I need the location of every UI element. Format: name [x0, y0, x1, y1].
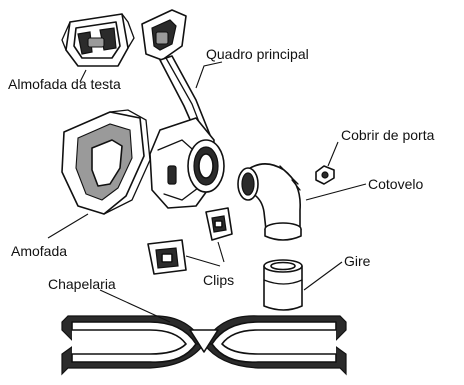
- label-headgear: Chapelaria: [48, 276, 116, 292]
- label-cushion: Amofada: [11, 243, 67, 259]
- label-swivel: Gire: [344, 253, 371, 269]
- port-cap-part: [315, 165, 335, 185]
- label-elbow: Cotovelo: [368, 176, 423, 192]
- clip-upper-part: [205, 207, 233, 241]
- label-clips: Clips: [203, 272, 234, 288]
- label-port-cap: Cobrir de porta: [341, 127, 435, 143]
- forehead-pad-part: [61, 13, 135, 67]
- label-forehead-pad: Almofada da testa: [8, 76, 121, 92]
- label-main-frame: Quadro principal: [206, 46, 309, 62]
- main-frame-part: [141, 9, 225, 209]
- headgear-part: [61, 315, 347, 376]
- leader-lines: [47, 61, 367, 323]
- clip-lower-part: [147, 239, 187, 275]
- elbow-part: [237, 163, 302, 241]
- swivel-part: [263, 259, 303, 311]
- cushion-part: [61, 109, 151, 215]
